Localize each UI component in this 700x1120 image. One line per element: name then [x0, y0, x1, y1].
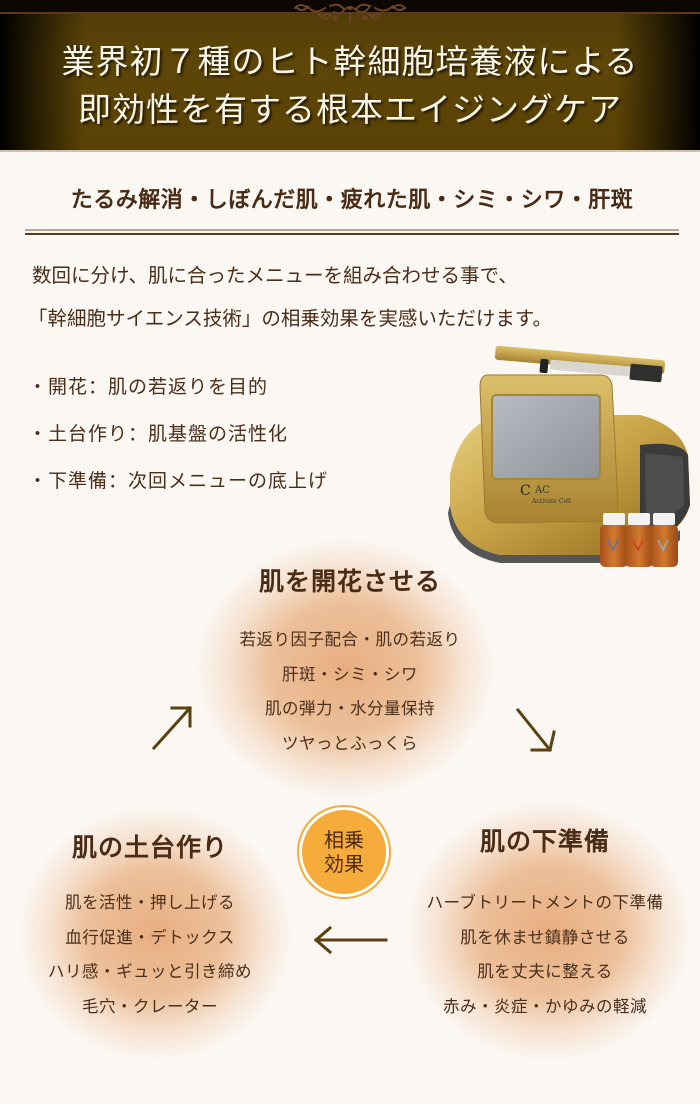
intro-text: 数回に分け、肌に合ったメニューを組み合わせる事で、 「幹細胞サイエンス技術」の相… [28, 254, 688, 340]
synergy-badge-line-2: 効果 [324, 852, 364, 876]
arrow-down-right-icon [515, 707, 556, 753]
bloom-items: 若返り因子配合・肌の若返り 肝斑・シミ・シワ 肌の弾力・水分量保持 ツヤっとふっ… [195, 623, 505, 761]
svg-text:AC: AC [534, 485, 550, 496]
flourish-ornament-icon [294, 3, 407, 23]
device-product-image: C AC Activate Cell [448, 345, 690, 567]
preparation-item: 赤み・炎症・かゆみの軽減 [443, 996, 647, 1016]
foundation-circle [18, 806, 293, 1061]
svg-text:Activate Cell: Activate Cell [531, 498, 571, 505]
bullet-bloom: ・開花：肌の若返りを目的 [28, 376, 269, 398]
synergy-badge-line-1: 相乗 [324, 828, 364, 852]
foundation-item: 毛穴・クレーター [82, 996, 218, 1016]
hero-title-line-2: 即効性を有する根本エイジングケア [78, 90, 622, 129]
device-logo-mark: C [520, 483, 531, 499]
double-divider [25, 229, 679, 235]
arrow-up-right-icon [151, 705, 193, 751]
hero-title-line-1: 業界初７種のヒト幹細胞培養液による [61, 42, 639, 81]
foundation-item: 肌を活性・押し上げる [65, 893, 235, 912]
bullet-preparation: ・下準備：次回メニューの底上げ [28, 470, 329, 492]
preparation-circle [406, 800, 692, 1062]
serum-bottles [600, 513, 678, 567]
bullet-foundation: ・土台作り：肌基盤の活性化 [28, 423, 289, 445]
foundation-item: ハリ感・ギュッと引き締め [48, 962, 252, 981]
bloom-circle [195, 538, 495, 800]
intro-line-1: 数回に分け、肌に合ったメニューを組み合わせる事で、 [32, 264, 518, 287]
hero-banner: 業界初７種のヒト幹細胞培養液による 即効性を有する根本エイジングケア [0, 0, 700, 152]
foundation-item: 血行促進・デトックス [65, 927, 235, 947]
hero-title: 業界初７種のヒト幹細胞培養液による 即効性を有する根本エイジングケア [0, 38, 700, 134]
intro-line-2: 「幹細胞サイエンス技術」の相乗効果を実感いただけます。 [28, 307, 552, 330]
preparation-item: 肌を休ませ鎮静させる [460, 927, 630, 947]
menu-purpose-list: ・開花：肌の若返りを目的 ・土台作り：肌基盤の活性化 ・下準備：次回メニューの底… [28, 364, 428, 505]
preparation-items: ハーブトリートメントの下準備 肌を休ませ鎮静させる 肌を丈夫に整える 赤み・炎症… [400, 886, 690, 1024]
arrow-left-icon [313, 925, 388, 955]
synergy-badge: 相乗 効果 [299, 807, 389, 897]
bloom-title: 肌を開花させる [258, 567, 441, 596]
bloom-item: 肝斑・シミ・シワ [282, 664, 418, 684]
foundation-title: 肌の土台作り [71, 833, 228, 862]
bloom-item: ツヤっとふっくら [282, 733, 418, 753]
bloom-item: 若返り因子配合・肌の若返り [239, 630, 461, 649]
preparation-item: 肌を丈夫に整える [477, 962, 613, 981]
bloom-item: 肌の弾力・水分量保持 [265, 699, 435, 718]
preparation-item: ハーブトリートメントの下準備 [426, 893, 664, 912]
preparation-title: 肌の下準備 [479, 827, 610, 856]
foundation-items: 肌を活性・押し上げる 血行促進・デトックス ハリ感・ギュッと引き締め 毛穴・クレ… [10, 886, 290, 1024]
symptoms-heading: たるみ解消・しぼんだ肌・疲れた肌・シミ・シワ・肝斑 [70, 187, 634, 213]
